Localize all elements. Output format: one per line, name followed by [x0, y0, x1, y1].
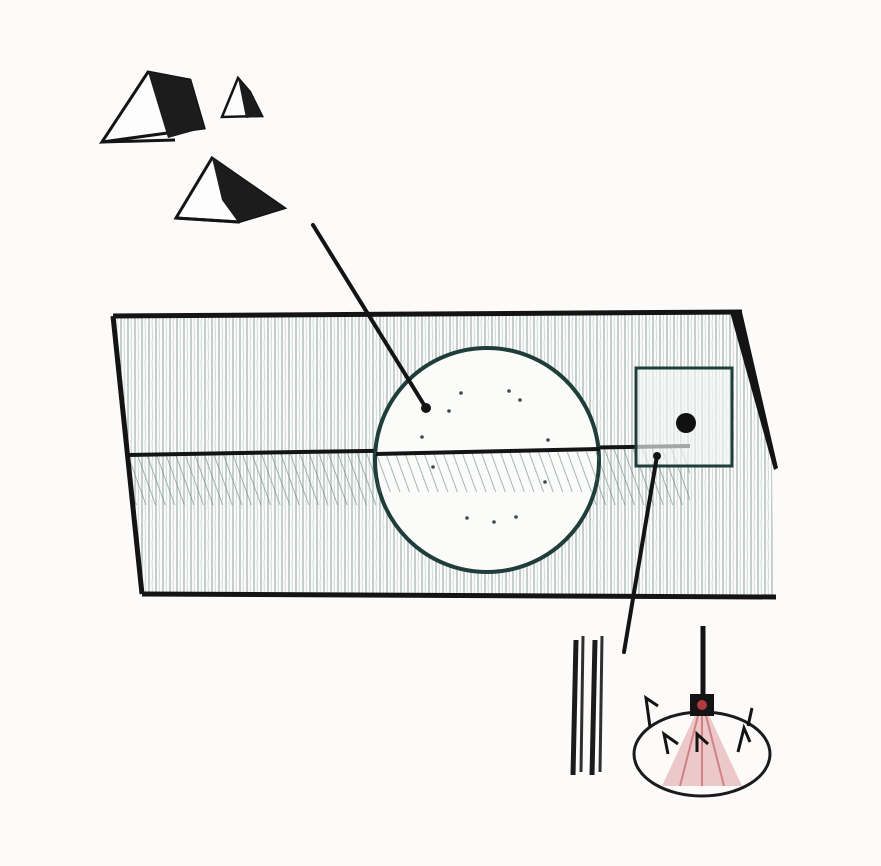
posts-group	[570, 635, 604, 776]
tent-group	[98, 70, 288, 224]
tent-icon	[220, 75, 264, 119]
campfire-icon	[632, 626, 772, 798]
circle-icon	[373, 346, 601, 574]
pointer-lines	[311, 223, 661, 654]
tent-icon	[173, 155, 288, 224]
figure-group	[644, 694, 754, 755]
square-marker	[634, 366, 734, 468]
tent-icon	[98, 70, 206, 144]
